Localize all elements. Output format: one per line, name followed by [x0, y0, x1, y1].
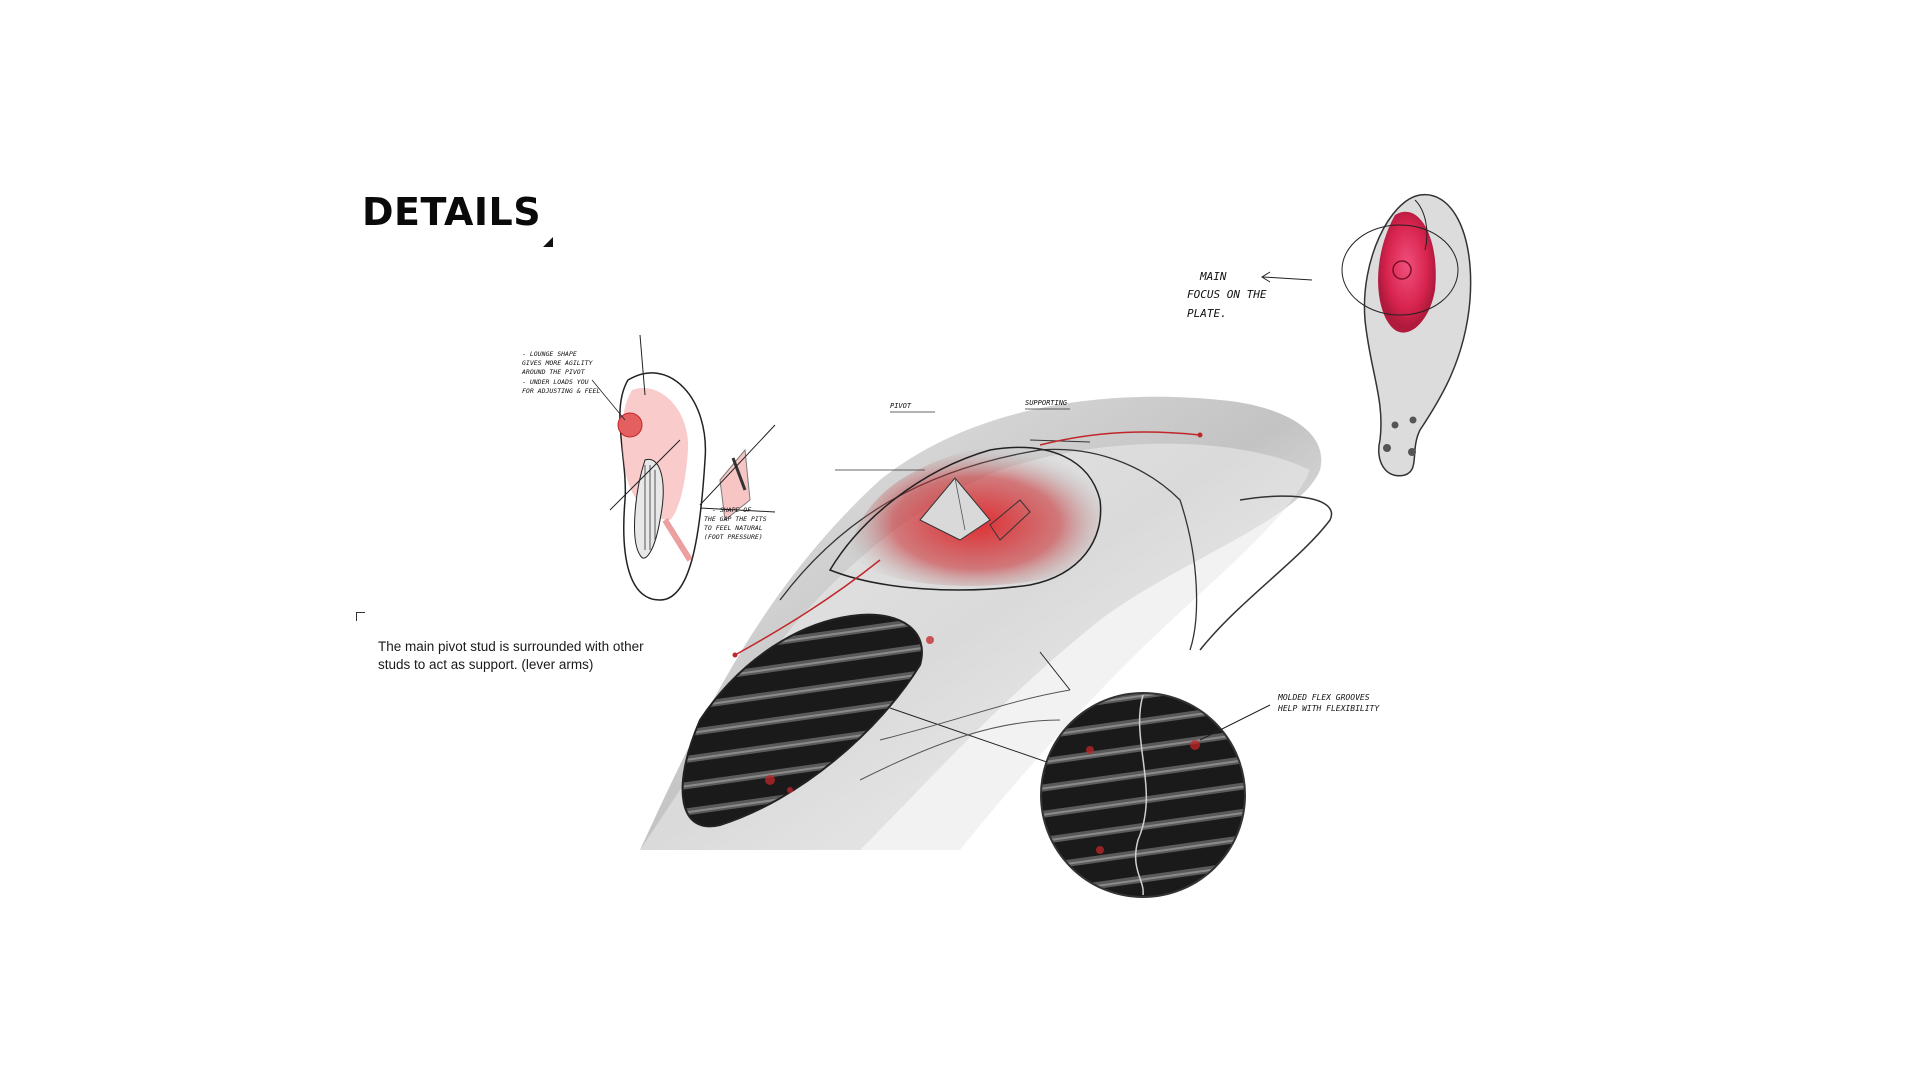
- detail-note-line1: MOLDED FLEX GROOVES: [1277, 693, 1370, 702]
- left-note-3-line3: TO FEEL NATURAL: [704, 524, 763, 532]
- left-note-3-line1: - SHAPE OF: [712, 506, 751, 514]
- title-corner-marker: [543, 237, 553, 247]
- detail-note-line2: HELP WITH FLEXIBILITY: [1277, 704, 1380, 713]
- left-note-1-line3: AROUND THE PIVOT: [521, 368, 586, 376]
- main-label-pivot: PIVOT: [890, 402, 912, 410]
- left-note-2-line2: FOR ADJUSTING & FEEL: [522, 387, 600, 395]
- left-note-3-line4: (FOOT PRESSURE): [704, 533, 763, 541]
- left-note-1-line1: - LOUNGE SHAPE: [522, 350, 577, 358]
- plate-note-line3: PLATE.: [1187, 307, 1227, 320]
- left-sole-sketch: - LOUNGE SHAPE GIVES MORE AGILITY AROUND…: [521, 334, 776, 601]
- groove-detail-inset: MOLDED FLEX GROOVES HELP WITH FLEXIBILIT…: [1040, 692, 1380, 898]
- caption-text: The main pivot stud is surrounded with o…: [378, 639, 644, 672]
- main-label-supporting: SUPPORTING: [1025, 399, 1068, 407]
- plate-note-line2: FOCUS ON THE: [1187, 288, 1267, 301]
- top-right-plate-sketch: MAIN FOCUS ON THE PLATE.: [1187, 193, 1472, 477]
- left-note-1-line2: GIVES MORE AGILITY: [522, 359, 594, 367]
- plate-note-line1: MAIN: [1199, 270, 1227, 283]
- page-title: DETAILS: [362, 190, 542, 234]
- caption-corner-mark: [356, 612, 365, 621]
- main-sole-render: PIVOT SUPPORTING: [640, 396, 1333, 850]
- left-note-2-line1: - UNDER LOADS YOU: [522, 378, 589, 386]
- left-note-3-line2: THE GAP THE PITS: [704, 515, 767, 523]
